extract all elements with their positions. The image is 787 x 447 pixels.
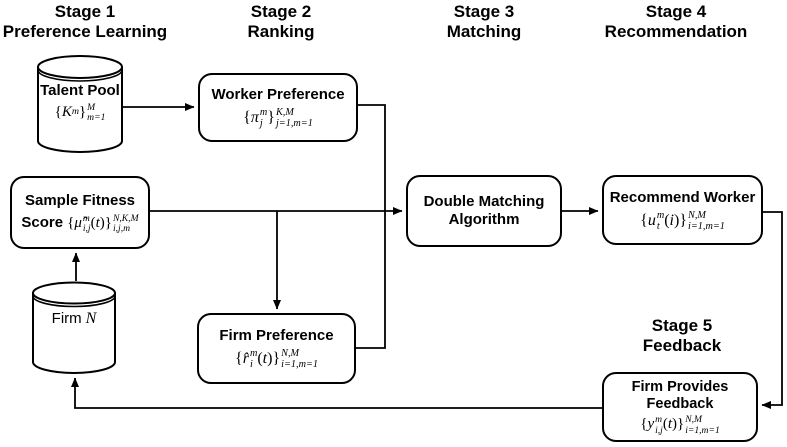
firm-db-label: Firm [51, 310, 82, 327]
firm-feedback-label-line1: Firm Provides [631, 379, 729, 396]
stage-4-header: Stage 4 Recommendation [591, 2, 761, 42]
stage-3-header: Stage 3 Matching [414, 2, 554, 42]
firm-db-cylinder [32, 281, 116, 374]
double-matching-label-line1: Double Matching [423, 193, 545, 210]
stage-5-header: Stage 5 Feedback [602, 316, 762, 356]
firm-db-formula: N [85, 309, 97, 327]
stage-3-title: Stage 3 [453, 2, 515, 21]
stage-5-title: Stage 5 [651, 316, 713, 335]
stage-1-subtitle: Preference Learning [2, 22, 168, 41]
recommend-worker-label: Recommend Worker [609, 188, 756, 206]
sample-fitness-label-line1: Sample Fitness [24, 191, 136, 209]
stage-2-title: Stage 2 [250, 2, 312, 21]
double-matching-node: Double Matching Algorithm [406, 175, 562, 247]
firm-preference-label: Firm Preference [219, 327, 334, 345]
stage-3-subtitle: Matching [446, 22, 522, 41]
stage-2-header: Stage 2 Ranking [211, 2, 351, 42]
talent-pool-label: Talent Pool [40, 82, 120, 99]
arrow-recommend-to-feedback [761, 211, 783, 409]
firm-db-text: Firm N [33, 310, 115, 327]
stage-1-header: Stage 1 Preference Learning [0, 2, 170, 42]
firm-feedback-label-line2: Feedback [646, 396, 714, 413]
connector-preferences-rail [356, 104, 386, 349]
sample-fitness-label-line2: Score [21, 214, 64, 231]
double-matching-label-line2: Algorithm [448, 211, 520, 228]
stage-1-title: Stage 1 [54, 2, 116, 21]
arrow-feedback-to-firmdb [71, 377, 602, 409]
stage-4-title: Stage 4 [645, 2, 707, 21]
worker-preference-label: Worker Preference [211, 86, 345, 104]
stage-4-subtitle: Recommendation [604, 22, 748, 41]
stage-2-subtitle: Ranking [247, 22, 315, 41]
talent-pool-cylinder [37, 55, 123, 153]
stage-5-subtitle: Feedback [642, 336, 722, 355]
